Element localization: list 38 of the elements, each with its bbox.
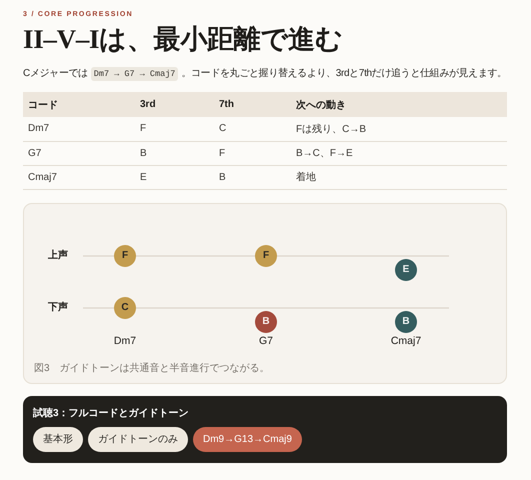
code-snippet: Dm7 → G7 → Cmaj7 xyxy=(90,67,178,81)
table-value: B xyxy=(214,165,291,189)
table-value: Dm7 xyxy=(23,117,135,141)
table-value: F xyxy=(214,141,291,165)
table-value: Fは残り、C→B xyxy=(291,117,507,141)
note-marker: F xyxy=(114,244,136,266)
note-marker: F xyxy=(255,244,277,266)
figure-card xyxy=(23,202,507,384)
voice-label: 下声 xyxy=(48,302,68,314)
table-value: E xyxy=(135,165,214,189)
chord-label: G7 xyxy=(259,334,273,346)
audio-panel xyxy=(23,396,507,462)
intro-text: 。コードを丸ごと握り替えるより、3rdと7thだけ追うと仕組みが見えます。 xyxy=(181,68,507,79)
note-marker: C xyxy=(114,296,136,318)
option-button: 基本形 xyxy=(33,426,83,452)
table-value: F xyxy=(135,117,214,141)
table-value: Cmaj7 xyxy=(23,165,135,189)
table-value: G7 xyxy=(23,141,135,165)
voice-label: 上声 xyxy=(48,250,68,262)
note-marker: E xyxy=(395,258,417,280)
figure-caption: 図3 ガイドトーンは共通音と半音進行でつながる。 xyxy=(34,362,270,374)
intro-text: Cメジャーでは xyxy=(23,68,88,79)
column-header: 次への動き xyxy=(291,92,507,117)
table-value: B→C、F→E xyxy=(291,141,507,165)
chord-label: Cmaj7 xyxy=(390,334,422,346)
note-marker: B xyxy=(395,310,417,332)
column-header: 3rd xyxy=(135,92,214,117)
column-header: コード xyxy=(23,92,135,117)
option-button: Dm9→G13→Cmaj9 xyxy=(193,426,302,452)
panel-heading: 試聴3：フルコードとガイドトーン xyxy=(33,406,189,420)
page-title: II–V–Iは、最小距離で進む xyxy=(23,25,343,53)
table-value: C xyxy=(214,117,291,141)
note-marker: B xyxy=(255,310,277,332)
table-value: B xyxy=(135,141,214,165)
chord-label: Dm7 xyxy=(114,334,136,346)
column-header: 7th xyxy=(214,92,291,117)
table-value: 着地 xyxy=(291,165,507,189)
option-button: ガイドトーンのみ xyxy=(88,426,188,452)
